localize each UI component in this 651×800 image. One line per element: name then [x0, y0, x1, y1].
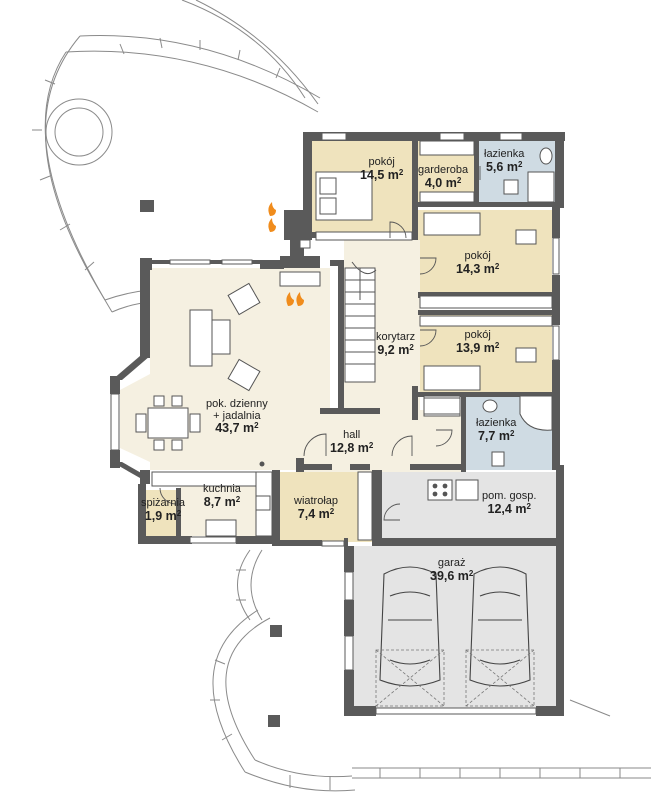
room-area: 12,4 m2 [487, 501, 531, 516]
armchair [227, 282, 261, 316]
room-name: pokój [464, 329, 491, 341]
armchair [227, 358, 261, 392]
cars [379, 566, 531, 687]
room-area: 13,9 m2 [456, 340, 500, 355]
floor-garaz [352, 546, 558, 714]
dining-table [147, 407, 189, 439]
room-name: garaż [437, 557, 466, 569]
windows [110, 132, 560, 715]
room-area: 39,6 m2 [430, 568, 474, 583]
room-area: 7,4 m2 [297, 506, 335, 521]
room-label-pokoj-2: pokój 14,3 m2 [456, 250, 500, 276]
room-label-garderoba: garderoba 4,0 m2 [418, 164, 469, 190]
floor-hall [300, 410, 464, 472]
room-name: spiżarnia [141, 497, 186, 509]
room-area: 5,6 m2 [485, 159, 523, 174]
room-name: korytarz [376, 331, 416, 343]
room-area: 14,5 m2 [360, 167, 404, 182]
room-name: łazienka [484, 148, 525, 160]
room-label-kuchnia: kuchnia 8,7 m2 [203, 483, 241, 509]
terrace-paving-ticks [32, 37, 621, 790]
room-name: kuchnia [203, 483, 241, 495]
appliance-details [259, 461, 448, 497]
room-name: hall [343, 429, 361, 441]
room-label-pok-dzienny: pok. dzienny + jadalnia 43,7 m2 [206, 398, 268, 436]
room-label-korytarz: korytarz 9,2 m2 [376, 331, 416, 357]
room-area: 43,7 m2 [215, 421, 259, 436]
room-name: pom. gosp. [482, 490, 537, 502]
doors [159, 166, 481, 521]
room-label-pokoj-1: pokój 14,5 m2 [360, 156, 404, 182]
room-name-line2: + jadalnia [213, 409, 261, 422]
room-label-lazienka-1: łazienka 5,6 m2 [484, 148, 525, 174]
garage-door-swing [375, 649, 535, 707]
room-name: łazienka [476, 417, 517, 429]
room-name: pok. dzienny [206, 398, 268, 410]
room-area: 4,0 m2 [424, 175, 462, 190]
room-name: pokój [464, 250, 491, 262]
room-name: garderoba [418, 164, 469, 176]
fireplace [279, 271, 321, 287]
room-label-wiatrolap: wiatrołap 7,4 m2 [294, 495, 339, 521]
fireplace-flame-icon [268, 202, 304, 306]
terrace-posts [140, 200, 282, 727]
staircase [344, 261, 377, 383]
room-label-garaz: garaż 39,6 m2 [430, 557, 474, 583]
car-left [379, 566, 441, 687]
room-label-pokoj-3: pokój 13,9 m2 [456, 329, 500, 355]
room-label-hall: hall 12,8 m2 [330, 429, 374, 455]
room-area: 7,7 m2 [477, 428, 515, 443]
car-right [469, 566, 531, 687]
furniture [135, 140, 555, 541]
room-name: wiatrołap [294, 495, 339, 507]
room-label-lazienka-2: łazienka 7,7 m2 [476, 417, 517, 443]
room-area: 14,3 m2 [456, 261, 500, 276]
room-label-spizarnia: spiżarnia 1,9 m2 [141, 497, 186, 523]
terrace-outline [44, 0, 651, 792]
room-name: pokój [368, 156, 395, 168]
room-label-pom-gosp: pom. gosp. 12,4 m2 [482, 490, 537, 516]
room-area: 1,9 m2 [144, 508, 182, 523]
sofa [189, 309, 213, 367]
room-area: 8,7 m2 [203, 494, 241, 509]
room-area: 9,2 m2 [377, 342, 414, 357]
floor-spizarnia [145, 490, 180, 536]
room-area: 12,8 m2 [330, 440, 374, 455]
